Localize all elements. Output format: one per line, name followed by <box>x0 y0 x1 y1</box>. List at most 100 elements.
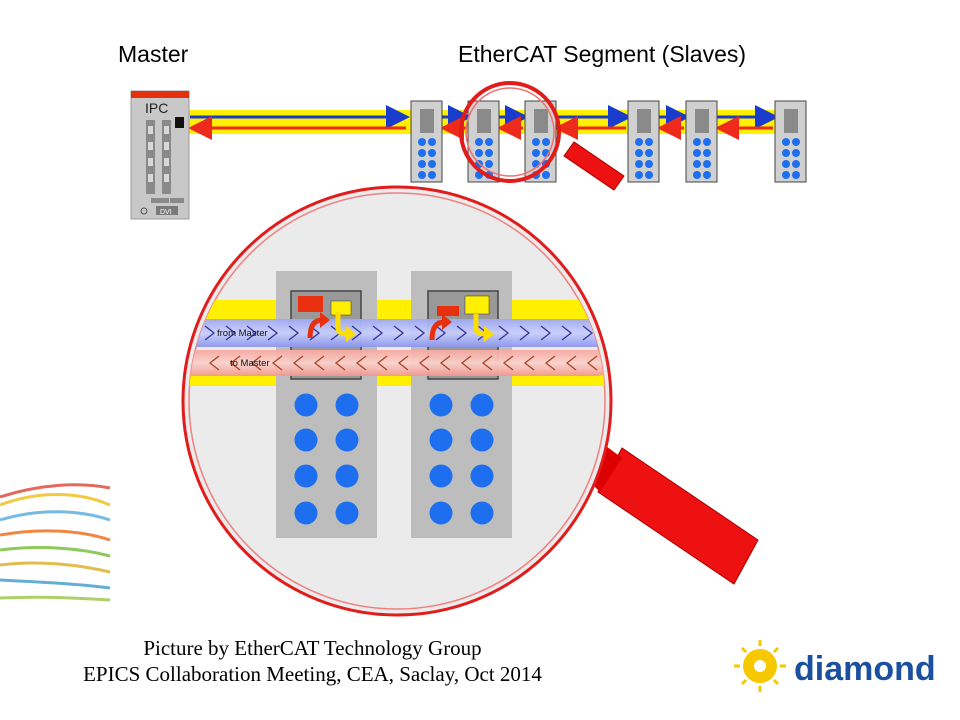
status-led <box>418 138 426 146</box>
caption-credit: Picture by EtherCAT Technology Group <box>143 636 482 660</box>
status-led <box>782 160 790 168</box>
chevron-left-icon <box>418 355 430 371</box>
to-master-label: to Master <box>230 358 270 369</box>
chevron-left-icon <box>271 355 283 371</box>
status-led <box>635 160 643 168</box>
chevron-left-icon <box>544 355 556 371</box>
status-led <box>703 149 711 157</box>
status-led <box>782 138 790 146</box>
chevron-left-icon <box>565 355 577 371</box>
status-led <box>294 393 318 417</box>
status-led <box>470 393 494 417</box>
status-led <box>532 138 540 146</box>
status-led <box>703 160 711 168</box>
chevron-right-icon <box>267 325 279 341</box>
chevron-right-icon <box>540 325 552 341</box>
ipc-label: IPC <box>145 100 168 116</box>
chevron-right-icon <box>561 325 573 341</box>
chevron-right-icon <box>225 325 237 341</box>
zoomed-module-2 <box>411 271 512 538</box>
chevron-left-icon <box>355 355 367 371</box>
slave-module <box>774 100 807 183</box>
chevron-right-icon <box>204 325 216 341</box>
slave-module <box>410 100 443 183</box>
status-led <box>429 464 453 488</box>
diamond-logo: diamond <box>734 640 936 692</box>
chevron-left-icon <box>481 355 493 371</box>
status-led <box>782 171 790 179</box>
status-led <box>703 138 711 146</box>
status-led <box>429 501 453 525</box>
status-led <box>782 149 790 157</box>
status-led <box>542 138 550 146</box>
status-led <box>418 171 426 179</box>
status-led <box>645 160 653 168</box>
status-led <box>693 149 701 157</box>
status-led <box>645 138 653 146</box>
chevron-right-icon <box>288 325 300 341</box>
diamond-logo-text: diamond <box>794 650 936 688</box>
status-led <box>542 171 550 179</box>
slave-module <box>685 100 718 183</box>
chevron-right-icon <box>456 325 468 341</box>
chevron-left-icon <box>313 355 325 371</box>
status-led <box>485 138 493 146</box>
status-led <box>693 171 701 179</box>
dvi-port-label: DVI <box>160 209 172 216</box>
slave-module <box>627 100 660 183</box>
status-led <box>635 149 643 157</box>
status-led <box>792 171 800 179</box>
chevron-left-icon <box>439 355 451 371</box>
chevron-right-icon <box>393 325 405 341</box>
chevron-right-icon <box>351 325 363 341</box>
decorative-swirls <box>0 483 111 602</box>
status-led <box>635 138 643 146</box>
status-led <box>693 160 701 168</box>
status-led <box>294 464 318 488</box>
chevron-left-icon <box>502 355 514 371</box>
large-magnifier: from Master to Master <box>181 185 759 617</box>
chevron-left-icon <box>586 355 598 371</box>
status-led <box>485 149 493 157</box>
status-led <box>335 393 359 417</box>
chevron-left-icon <box>334 355 346 371</box>
ipc-device: IPC DVI <box>130 90 190 220</box>
chevron-left-icon <box>523 355 535 371</box>
status-led <box>335 464 359 488</box>
status-led <box>485 160 493 168</box>
status-led <box>475 138 483 146</box>
status-led <box>693 138 701 146</box>
chevron-right-icon <box>435 325 447 341</box>
status-led <box>470 501 494 525</box>
status-led <box>792 160 800 168</box>
chevron-left-icon <box>397 355 409 371</box>
chevron-left-icon <box>208 355 220 371</box>
chevron-right-icon <box>246 325 258 341</box>
chevron-left-icon <box>250 355 262 371</box>
status-led <box>335 428 359 452</box>
status-led <box>470 464 494 488</box>
status-led <box>645 171 653 179</box>
ethercat-segment-heading: EtherCAT Segment (Slaves) <box>458 41 747 67</box>
chevron-left-icon <box>460 355 472 371</box>
status-led <box>475 149 483 157</box>
zoomed-status-leds <box>294 393 494 525</box>
from-master-label: from Master <box>217 328 268 339</box>
status-led <box>428 149 436 157</box>
status-led <box>645 149 653 157</box>
status-led <box>418 149 426 157</box>
chevron-left-icon <box>292 355 304 371</box>
status-led <box>428 138 436 146</box>
chevron-right-icon <box>582 325 594 341</box>
status-led <box>294 501 318 525</box>
status-led <box>532 149 540 157</box>
chevron-left-icon <box>229 355 241 371</box>
return-chevrons <box>208 355 598 371</box>
status-led <box>418 160 426 168</box>
chevron-left-icon <box>376 355 388 371</box>
status-led <box>294 428 318 452</box>
caption-event: EPICS Collaboration Meeting, CEA, Saclay… <box>83 662 542 686</box>
status-led <box>335 501 359 525</box>
status-led <box>428 171 436 179</box>
status-led <box>429 428 453 452</box>
